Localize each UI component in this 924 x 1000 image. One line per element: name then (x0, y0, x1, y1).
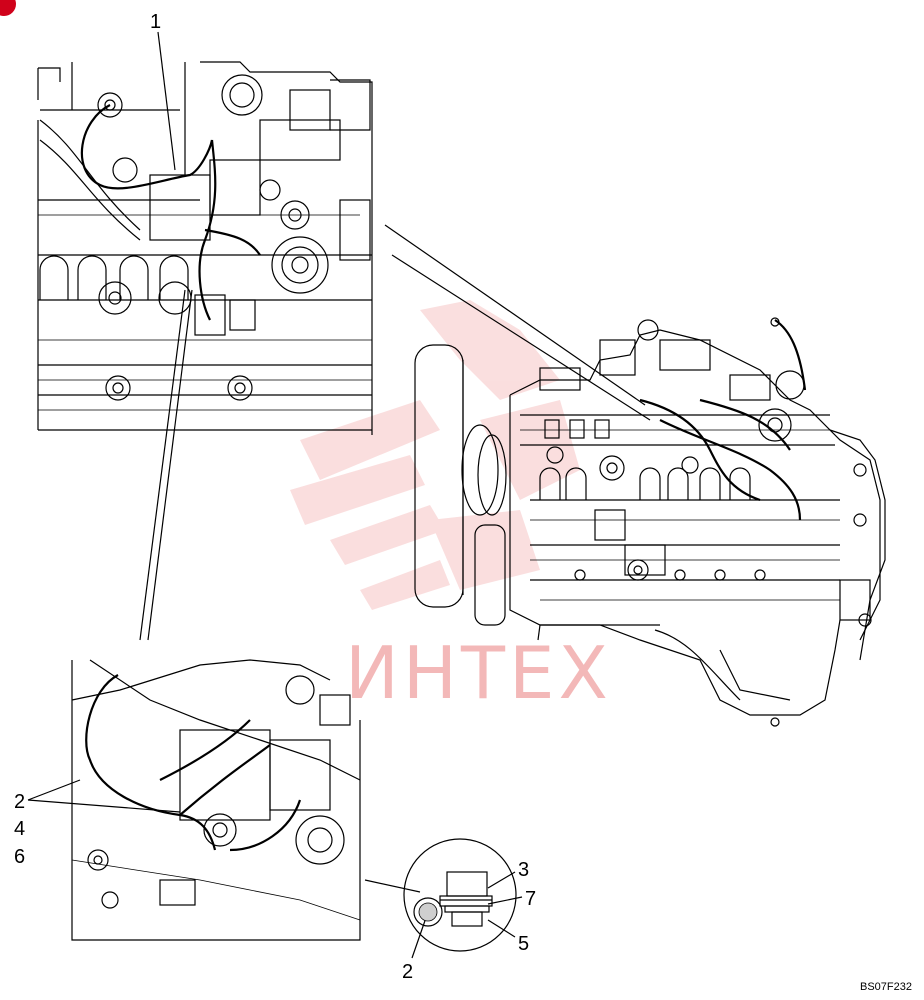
engine-main-view (414, 317, 886, 727)
callout-1: 1 (150, 11, 161, 33)
corner-marker (0, 0, 16, 16)
figure-code: BS07F232 (860, 981, 912, 993)
detail-view-bottom (71, 659, 361, 941)
watermark-logo (290, 300, 580, 610)
callout-7: 7 (525, 888, 536, 910)
callout-4: 4 (14, 818, 25, 840)
callout-3: 3 (518, 859, 529, 881)
callout-2-bottom: 2 (402, 961, 413, 983)
detail-view-top (37, 61, 373, 435)
watermark-text: ИНТЕХ (345, 631, 612, 715)
callout-6: 6 (14, 846, 25, 868)
callout-5: 5 (518, 933, 529, 955)
callout-2-left: 2 (14, 791, 25, 813)
sensor-detail-inset (403, 838, 517, 952)
